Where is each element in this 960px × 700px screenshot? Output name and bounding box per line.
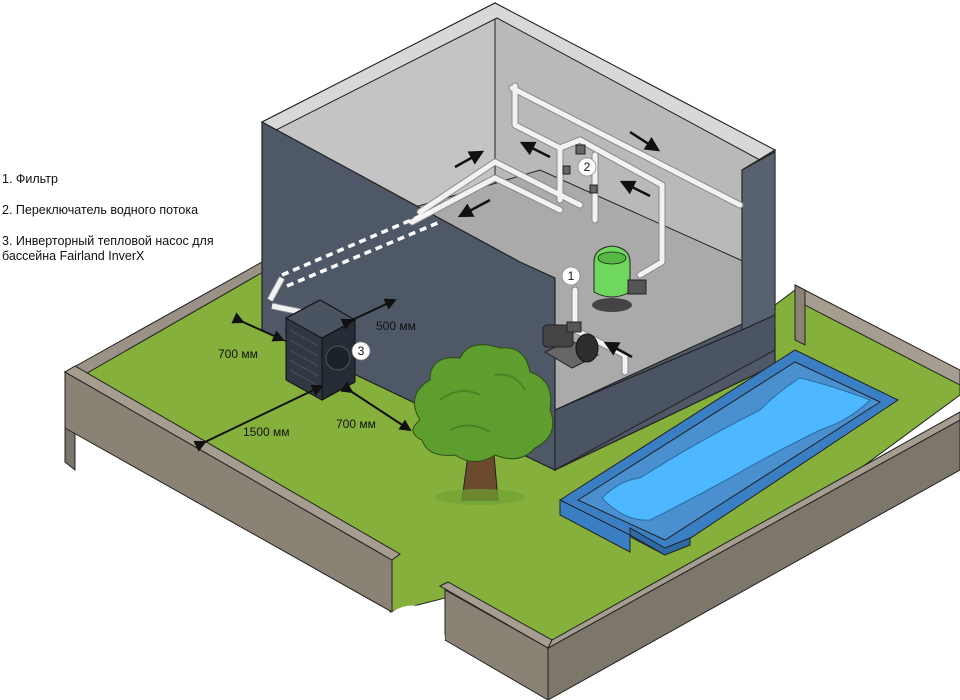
- dim-arrow-700-left: [231, 312, 285, 342]
- marker-3-label: 3: [358, 344, 365, 358]
- marker-1-label: 1: [568, 269, 575, 283]
- flow-arrow-1: [454, 150, 485, 169]
- flow-arrows: [454, 130, 661, 359]
- legend: 1. Фильтр 2. Переключатель водного поток…: [2, 172, 252, 280]
- gate-gap: [392, 605, 445, 640]
- dim-label-700-tree: 700 мм: [336, 417, 376, 431]
- legend-item-flow-switch: 2. Переключатель водного потока: [2, 203, 199, 217]
- sand-filter: [592, 245, 647, 312]
- dim-label-1500: 1500 мм: [243, 425, 290, 439]
- fence-front-right: [438, 411, 960, 700]
- marker-1: 1: [561, 266, 581, 286]
- flow-arrow-5: [619, 180, 651, 198]
- circulation-pump: [542, 321, 600, 369]
- dim-arrow-700-tree: [340, 381, 412, 432]
- underground-pipes: [281, 210, 441, 288]
- dim-arrow-1500: [193, 384, 324, 452]
- fence-right: [794, 284, 960, 386]
- marker-2-label: 2: [584, 160, 591, 174]
- legend-item-filter: 1. Фильтр: [2, 172, 58, 186]
- tree: [412, 344, 554, 505]
- marker-2: 2: [577, 157, 597, 177]
- flow-arrow-6: [603, 341, 633, 359]
- dim-label-700-left: 700 мм: [218, 347, 258, 361]
- flow-switch-valves: [562, 144, 598, 194]
- dim-label-500: 500 мм: [376, 319, 416, 333]
- heat-pump-unit: [284, 299, 357, 401]
- dimension-lines: [193, 298, 412, 452]
- flow-arrow-3: [629, 130, 661, 152]
- swimming-pool: [559, 349, 900, 556]
- marker-3: 3: [351, 341, 371, 361]
- legend-item-heat-pump: 3. Инверторный тепловой насос для бассей…: [2, 234, 214, 263]
- fence-front-left: [64, 365, 401, 613]
- flow-arrow-4: [457, 198, 491, 218]
- dim-arrow-500: [340, 298, 397, 330]
- pipework: [408, 82, 744, 376]
- flow-arrow-2: [519, 141, 551, 159]
